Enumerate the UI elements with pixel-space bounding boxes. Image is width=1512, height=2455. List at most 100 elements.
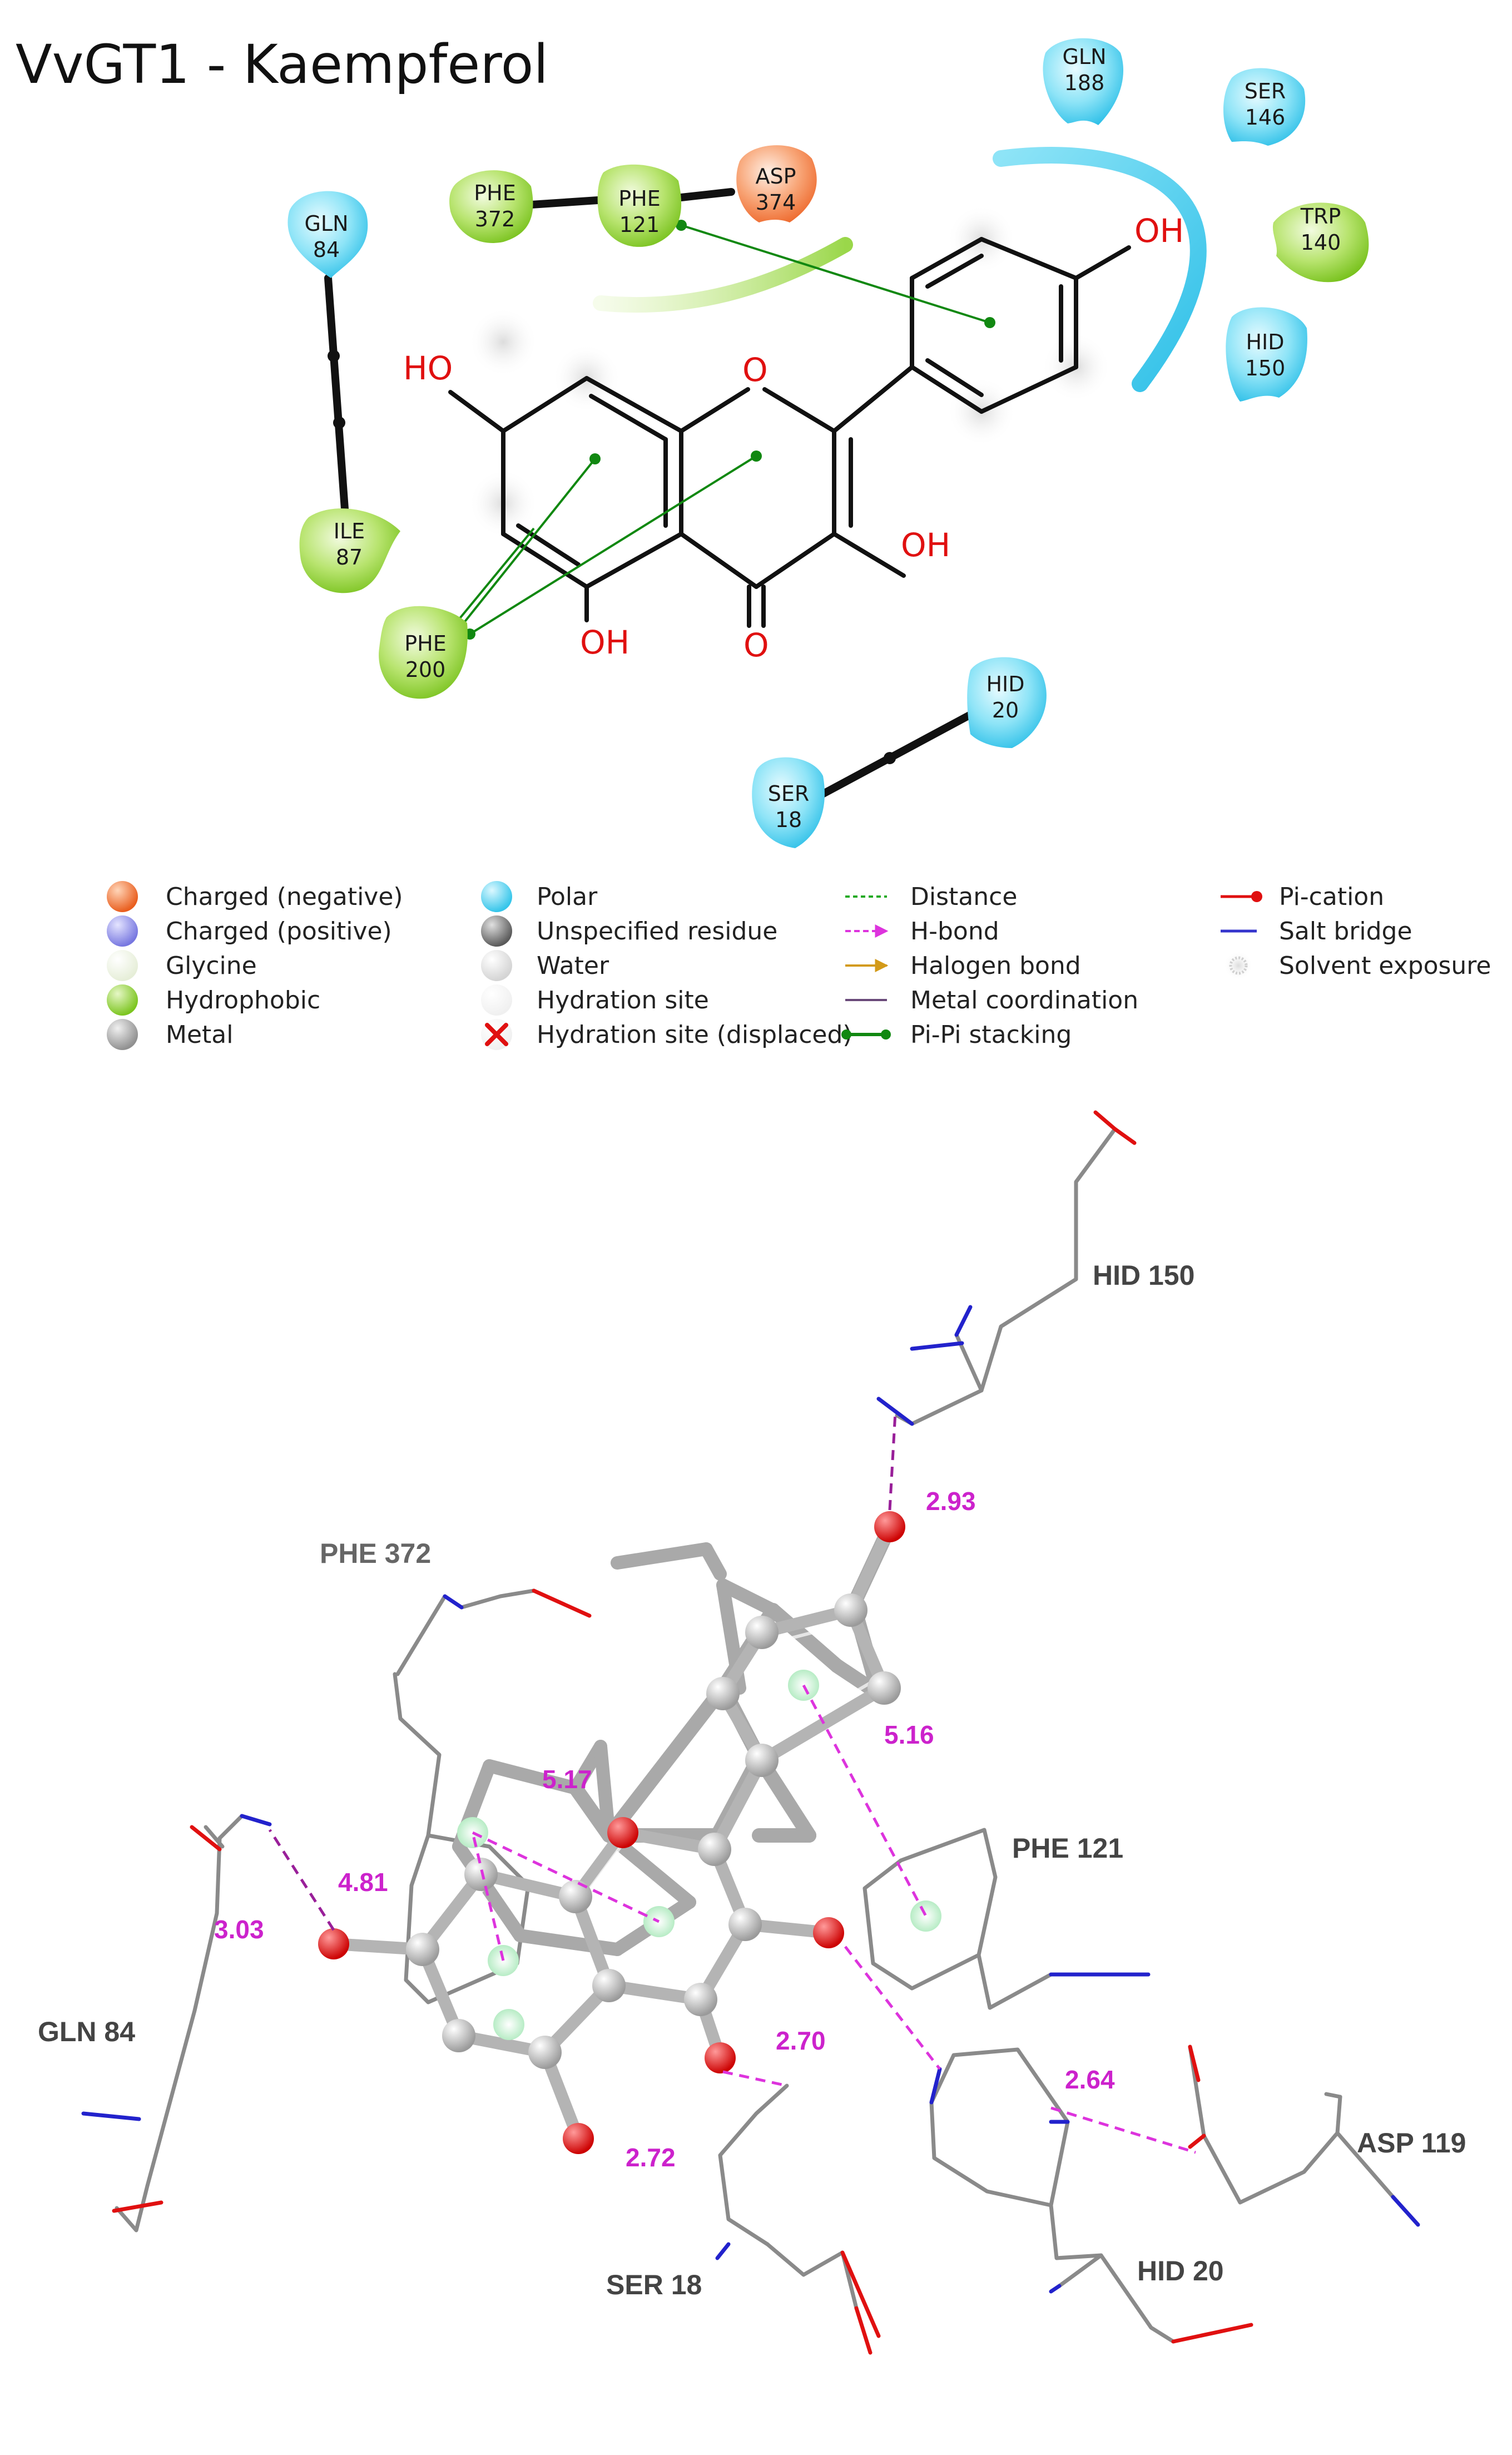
residue-phe121: PHE 121: [597, 164, 682, 247]
svg-text:146: 146: [1245, 105, 1286, 130]
legend-swatch-unspecified: [481, 915, 512, 947]
protein-heteroatoms: [81, 1110, 1420, 2355]
svg-text:GLN: GLN: [1062, 44, 1106, 69]
legend-label: Metal: [166, 1021, 233, 1049]
distance-label: 3.03: [214, 1915, 264, 1944]
atom-label-oh5: OH: [580, 623, 629, 661]
hbond-lines: [268, 1412, 1196, 2154]
svg-text:SER: SER: [768, 781, 810, 806]
svg-text:PHE: PHE: [618, 186, 661, 211]
atom-label-o4: O: [743, 626, 769, 664]
legend-swatch-hydrophobic: [107, 984, 138, 1016]
legend-label: Pi-Pi stacking: [910, 1021, 1072, 1049]
svg-text:ILE: ILE: [334, 519, 365, 543]
svg-text:PHE: PHE: [474, 181, 516, 205]
legend-label: Distance: [910, 883, 1017, 911]
distance-label: 5.17: [542, 1765, 592, 1794]
legend-label: Charged (positive): [166, 917, 392, 946]
svg-text:GLN: GLN: [304, 211, 348, 236]
legend-label: Charged (negative): [166, 883, 403, 911]
atom-label-ho7: HO: [403, 349, 453, 387]
legend-label: Halogen bond: [910, 952, 1081, 980]
interaction-diagram-2d: HO O OH OH OH O: [287, 38, 1369, 848]
residue-ser18: SER 18: [752, 757, 825, 848]
legend-label: H-bond: [910, 917, 999, 946]
residue-3d-hid150: HID 150: [1093, 1260, 1194, 1291]
svg-text:140: 140: [1301, 230, 1341, 255]
atom-label-o1: O: [742, 351, 768, 389]
svg-text:18: 18: [775, 808, 802, 832]
svg-text:372: 372: [475, 207, 515, 231]
svg-text:150: 150: [1245, 356, 1286, 380]
legend-swatch-positive: [107, 915, 138, 947]
ring-centroids: [457, 1670, 941, 2040]
residue-phe372: PHE 372: [449, 170, 533, 243]
hydrophobic-pocket-strip: [593, 237, 853, 313]
residue-3d-phe372: PHE 372: [320, 1538, 431, 1569]
legend-label: Salt bridge: [1279, 917, 1412, 946]
residue-phe200: PHE 200: [379, 606, 468, 699]
svg-text:HID: HID: [986, 672, 1024, 696]
kaempferol-structure: [448, 237, 1131, 628]
legend: Charged (negative) Charged (positive) Gl…: [107, 881, 1491, 1050]
legend-label: Unspecified residue: [537, 917, 777, 946]
svg-text:121: 121: [619, 212, 660, 237]
svg-text:84: 84: [313, 237, 340, 262]
legend-label: Solvent exposure: [1279, 952, 1491, 980]
residue-3d-phe121: PHE 121: [1012, 1833, 1123, 1864]
distance-label: 5.16: [884, 1720, 934, 1749]
svg-text:374: 374: [756, 190, 796, 215]
residue-3d-hid20: HID 20: [1137, 2255, 1224, 2286]
binding-pose-3d: HID 150 PHE 372 PHE 121 GLN 84 SER 18 AS…: [38, 1110, 1466, 2355]
legend-label: Pi-cation: [1279, 883, 1384, 911]
residue-3d-ser18: SER 18: [606, 2269, 702, 2300]
residue-trp140: TRP 140: [1272, 202, 1369, 283]
distance-label: 2.64: [1065, 2065, 1115, 2094]
cross-icon: [485, 1023, 508, 1046]
residue-3d-gln84: GLN 84: [38, 2016, 135, 2047]
pi-pi-stacking-lines: [455, 224, 990, 635]
ligand-atoms: [318, 1511, 905, 2154]
svg-text:ASP: ASP: [755, 164, 796, 189]
residue-ser146: SER 146: [1223, 68, 1306, 146]
distance-label: 2.70: [776, 2026, 826, 2055]
distance-label: 4.81: [338, 1868, 388, 1897]
legend-label: Hydration site (displaced): [537, 1021, 852, 1049]
residue-asp374: ASP 374: [736, 145, 817, 222]
residue-hid20: HID 20: [967, 657, 1047, 748]
svg-text:SER: SER: [1245, 79, 1286, 103]
legend-swatch-metal: [107, 1019, 138, 1050]
residue-ile87: ILE 87: [299, 508, 400, 593]
residue-3d-asp119: ASP 119: [1357, 2127, 1466, 2159]
legend-swatch-hydration-site: [481, 984, 512, 1016]
legend-swatch-solvent: [1224, 951, 1253, 980]
legend-label: Metal coordination: [910, 986, 1138, 1014]
backbone-connectors: [324, 188, 974, 799]
distance-label: 2.72: [626, 2143, 676, 2172]
polar-pocket-strip: [993, 147, 1207, 392]
svg-text:87: 87: [336, 545, 363, 570]
distance-label: 2.93: [926, 1487, 976, 1516]
atom-label-oh4p: OH: [1134, 212, 1184, 250]
connector-joints: [328, 350, 896, 764]
svg-text:HID: HID: [1246, 330, 1284, 354]
page-title: VvGT1 - Kaempferol: [16, 33, 549, 96]
residue-gln188: GLN 188: [1043, 38, 1124, 125]
svg-text:188: 188: [1064, 71, 1105, 95]
legend-label: Polar: [537, 883, 598, 911]
protein-sidechains: [115, 1127, 1395, 2344]
legend-label: Hydration site: [537, 986, 709, 1014]
residue-hid150: HID 150: [1226, 307, 1307, 402]
legend-swatch-negative: [107, 881, 138, 912]
legend-swatch-glycine: [107, 950, 138, 981]
pi-pi-stacking-dots: [457, 220, 995, 640]
legend-swatch-water: [481, 950, 512, 981]
residue-gln84: GLN 84: [287, 191, 368, 278]
svg-text:TRP: TRP: [1300, 204, 1341, 229]
atom-label-oh3: OH: [901, 526, 950, 564]
legend-label: Hydrophobic: [166, 986, 320, 1014]
svg-text:PHE: PHE: [404, 631, 447, 656]
svg-text:20: 20: [992, 698, 1019, 722]
legend-swatch-polar: [481, 881, 512, 912]
